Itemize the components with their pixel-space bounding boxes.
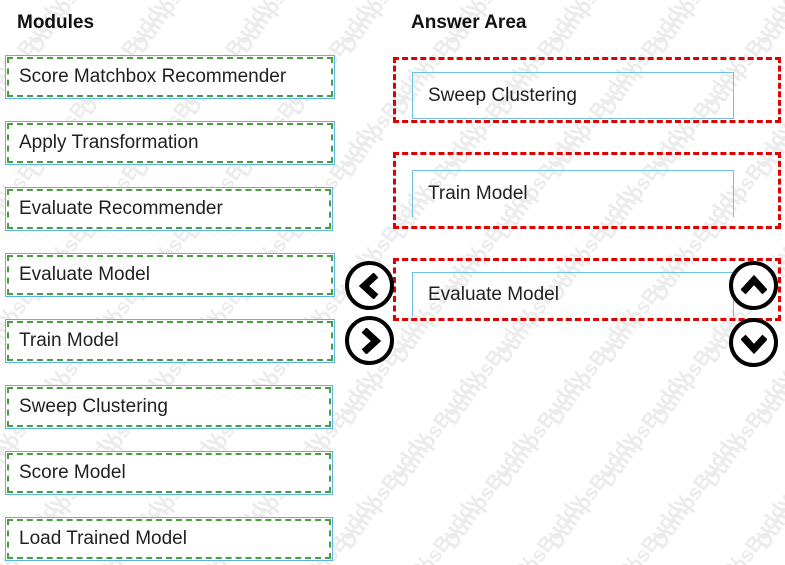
watermark-text: DumpsBuddy [752,552,785,565]
answer-item-train-model[interactable]: Train Model [412,170,734,217]
watermark-text: DumpsBuddy [752,428,785,554]
module-item-label: Load Trained Model [19,528,187,549]
module-item-score-model[interactable]: Score Model [5,451,333,495]
chevron-left-icon [358,272,378,299]
watermark-text: DumpsBuddy [596,490,694,565]
watermark-text: DumpsBuddy [596,366,694,492]
module-item-label: Sweep Clustering [19,396,168,417]
modules-list: Score Matchbox Recommender Apply Transfo… [5,55,339,565]
answer-area-heading: Answer Area [411,12,527,33]
watermark-text: DumpsBuddy [128,0,226,58]
watermark-text: DumpsBuddy [544,0,642,58]
module-item-label: Evaluate Recommender [19,198,223,219]
watermark-text: DumpsBuddy [440,552,538,565]
answer-item-label: Train Model [428,183,528,204]
answer-item-sweep-clustering[interactable]: Sweep Clustering [412,72,734,119]
watermark-text: DumpsBuddy [648,428,746,554]
answer-item-evaluate-model[interactable]: Evaluate Model [412,272,734,317]
module-item-label: Train Model [19,330,119,351]
module-item-train-model[interactable]: Train Model [5,319,335,363]
watermark-text: DumpsBuddy [440,304,538,430]
watermark-text: DumpsBuddy [0,0,18,58]
watermark-text: DumpsBuddy [388,490,486,565]
watermark-text: DumpsBuddy [648,552,746,565]
watermark-text: DumpsBuddy [492,490,590,565]
chevron-right-icon [361,327,381,354]
move-left-button[interactable] [345,261,394,310]
watermark-text: DumpsBuddy [648,0,746,58]
module-item-label: Score Matchbox Recommender [19,66,287,87]
module-item-evaluate-recommender[interactable]: Evaluate Recommender [5,187,333,231]
module-item-sweep-clustering[interactable]: Sweep Clustering [5,385,333,429]
move-up-button[interactable] [729,261,778,310]
watermark-text: DumpsBuddy [232,0,330,58]
watermark-text: DumpsBuddy [544,428,642,554]
answer-item-label: Evaluate Model [428,284,559,305]
module-item-apply-transformation[interactable]: Apply Transformation [5,121,335,165]
answer-item-label: Sweep Clustering [428,84,577,106]
watermark-text: DumpsBuddy [648,304,746,430]
module-item-label: Score Model [19,462,126,483]
answer-drop-zone-2[interactable] [393,152,781,229]
watermark-text: DumpsBuddy [388,366,486,492]
module-item-load-trained-model[interactable]: Load Trained Model [5,517,333,561]
watermark-text: DumpsBuddy [336,552,434,565]
watermark-text: DumpsBuddy [336,428,434,554]
watermark-text: DumpsBuddy [700,366,785,492]
chevron-down-icon [740,334,767,354]
watermark-text: DumpsBuddy [700,490,785,565]
answer-drop-zone-1[interactable] [393,57,781,123]
module-item-label: Apply Transformation [19,132,199,153]
watermark-text: DumpsBuddy [492,366,590,492]
watermark-text: DumpsBuddy [544,552,642,565]
watermark-text: DumpsBuddy [752,0,785,58]
module-item-score-matchbox-recommender[interactable]: Score Matchbox Recommender [5,55,335,99]
move-right-button[interactable] [345,316,394,365]
move-down-button[interactable] [729,318,778,367]
modules-heading: Modules [17,12,95,33]
module-item-evaluate-model[interactable]: Evaluate Model [5,253,335,297]
watermark-text: DumpsBuddy [440,428,538,554]
chevron-up-icon [740,274,767,294]
module-item-label: Evaluate Model [19,264,150,285]
answer-drop-zone-3[interactable] [393,258,781,321]
watermark-text: DumpsBuddy [544,304,642,430]
